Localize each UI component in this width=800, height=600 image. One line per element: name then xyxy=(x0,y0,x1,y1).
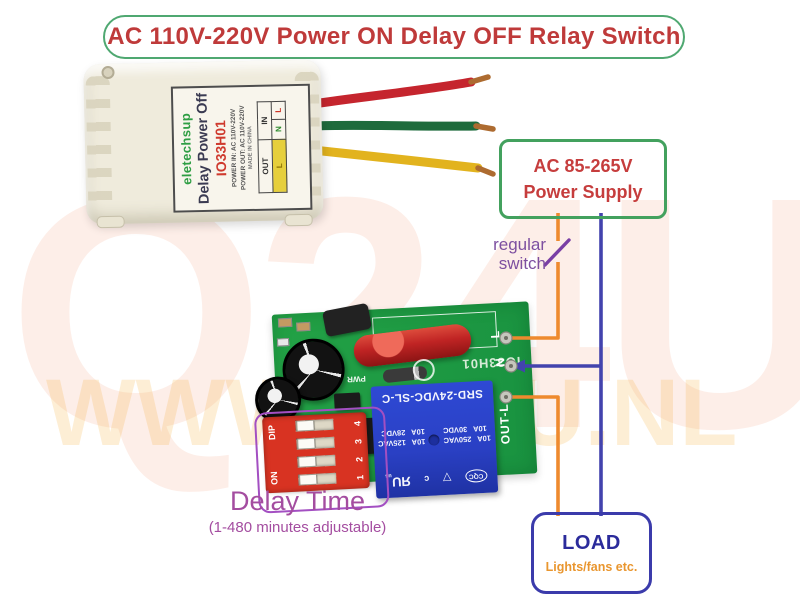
smd-resistor xyxy=(296,321,311,332)
terminal-table: OUT IN L N L xyxy=(257,101,288,194)
product-name: Delay Power Off xyxy=(194,92,213,205)
relay-module-enclosure: eletechsup Delay Power Off IO33H01 POWER… xyxy=(83,59,324,229)
silkscreen-pwr-text: PWR xyxy=(346,374,367,384)
terminal-table-out: OUT xyxy=(257,139,274,193)
terminal-in-n: N xyxy=(271,118,286,140)
terminal-out-l: L xyxy=(271,139,288,193)
smd-resistor xyxy=(277,317,293,328)
smd-component xyxy=(276,337,290,347)
relay-model-text: SRD-24VDC-SL-C xyxy=(381,386,484,405)
title-banner: AC 110V-220V Power ON Delay OFF Relay Sw… xyxy=(103,15,685,59)
relay-component: CQC ▽ c ЯUus 10A 250VAC 10A 125VAC 10A 3… xyxy=(370,380,499,499)
red-wire-copper-tip xyxy=(468,74,491,85)
page-title: AC 110V-220V Power ON Delay OFF Relay Sw… xyxy=(107,23,681,50)
delay-time-annotation: Delay Time (1-480 minutes adjustable) xyxy=(180,486,415,536)
triangle-cert-icon: ▽ xyxy=(442,471,452,484)
power-supply-label: Power Supply xyxy=(523,181,643,202)
origin-text: MADE IN CHINA xyxy=(247,126,255,170)
delay-time-subtitle: (1-480 minutes adjustable) xyxy=(208,519,387,536)
green-wire xyxy=(308,120,481,131)
enclosure-screw-hole xyxy=(101,65,115,80)
pcb-terminal-out-l: OUT-L xyxy=(496,402,513,445)
enclosure-vent-ribs-left xyxy=(85,75,113,213)
terminal-table-in: IN xyxy=(257,101,272,140)
load-box: LOAD Lights/fans etc. xyxy=(531,512,652,594)
module-label: eletechsup Delay Power Off IO33H01 POWER… xyxy=(170,83,313,213)
terminal-in-l: L xyxy=(271,101,286,120)
load-subtitle: Lights/fans etc. xyxy=(545,560,638,574)
regular-switch-label: regular switch xyxy=(458,235,546,273)
enclosure-mount-tab xyxy=(284,213,313,227)
enclosure-mount-tab xyxy=(96,215,125,229)
power-supply-box: AC 85-265V Power Supply xyxy=(499,139,667,219)
regular-switch-line1: regular xyxy=(493,235,546,254)
power-supply-voltage: AC 85-265V xyxy=(533,155,633,176)
load-title: LOAD xyxy=(562,532,621,554)
module-label-rotated-text: eletechsup Delay Power Off IO33H01 POWER… xyxy=(172,85,310,210)
power-in-spec: POWER IN: AC 110V-220V xyxy=(229,108,239,188)
red-wire xyxy=(308,77,476,109)
silkscreen-model-text: IO33H01 xyxy=(461,353,521,372)
cqc-logo-icon: CQC xyxy=(464,469,488,484)
delay-time-title: Delay Time xyxy=(229,486,366,516)
model-number: IO33H01 xyxy=(212,119,230,177)
regular-switch-line2: switch xyxy=(498,254,546,273)
brand-name: eletechsup xyxy=(177,112,195,185)
c-mark-icon: c xyxy=(424,473,430,485)
pcb-terminal-n: N xyxy=(493,356,508,368)
pcb-terminal-l: L xyxy=(487,329,503,339)
pcb-board: PWR IO33H01 CQC ▽ c ЯUus 10A 250VAC 10A xyxy=(253,301,538,514)
